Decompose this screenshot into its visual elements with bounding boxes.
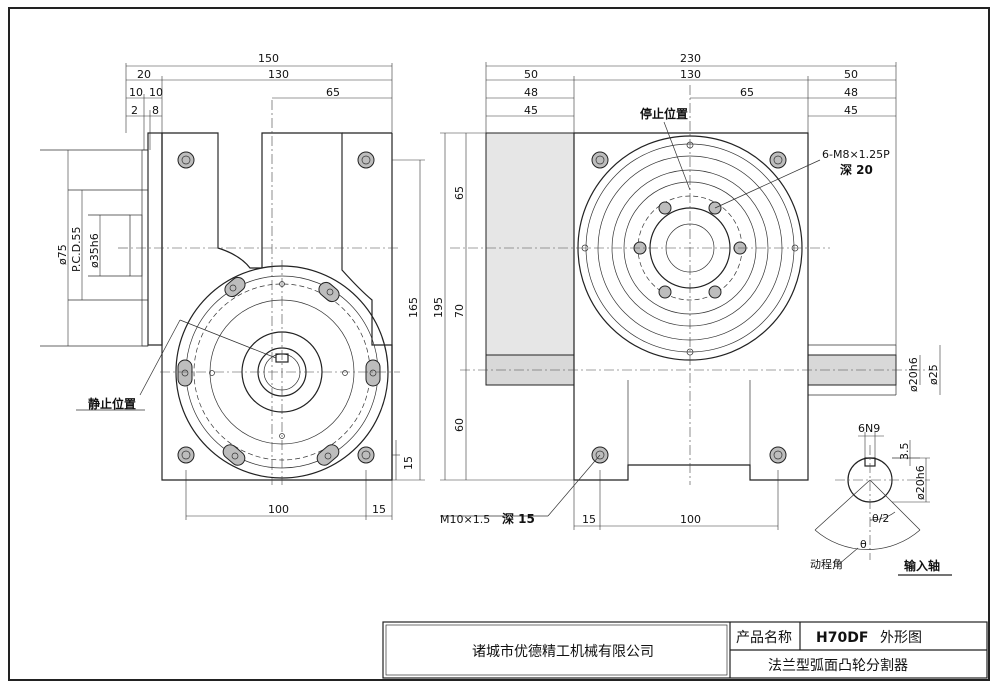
side-bottom-100: 100 [268, 503, 289, 516]
front-left-45: 45 [524, 104, 538, 117]
front-bottom-15: 15 [582, 513, 596, 526]
theta-label: θ [860, 538, 867, 551]
front-v-70: 70 [453, 304, 466, 318]
product-name: 法兰型弧面凸轮分割器 [768, 657, 908, 674]
side-overall-width: 150 [258, 52, 279, 65]
bolt-depth-label: 深 15 [502, 511, 535, 526]
front-bottom-100: 100 [680, 513, 701, 526]
side-flange-width: 20 [137, 68, 151, 81]
front-height-195: 195 [432, 297, 445, 318]
model-number: H70DF [816, 630, 868, 646]
side-height-165: 165 [407, 297, 420, 318]
front-body-130: 130 [680, 68, 701, 81]
front-view: 230 50 130 50 48 65 48 45 45 195 65 70 6… [432, 52, 941, 530]
side-dia-75: ø75 [56, 244, 69, 265]
tap-depth-label: 深 20 [840, 162, 873, 177]
product-label: 产品名称 [736, 630, 792, 646]
front-v-60: 60 [453, 418, 466, 432]
drawing-type: 外形图 [880, 630, 922, 646]
key-depth-label: 3.5 [898, 443, 911, 461]
side-dim-8: 8 [152, 104, 159, 117]
side-dim-2: 2 [131, 104, 138, 117]
front-overall-width: 230 [680, 52, 701, 65]
input-shaft-dia: ø20h6 [914, 465, 927, 500]
company-name: 诸城市优德精工机械有限公司 [472, 643, 654, 660]
front-shaft-20h6: ø20h6 [907, 357, 920, 392]
front-right-50: 50 [844, 68, 858, 81]
front-shaft-25: ø25 [927, 364, 940, 385]
front-left-50: 50 [524, 68, 538, 81]
side-center-offset: 65 [326, 86, 340, 99]
front-right-45: 45 [844, 104, 858, 117]
tap-spec-label: 6-M8×1.25P [822, 148, 890, 161]
static-position-label: 静止位置 [88, 396, 136, 411]
drawing-frame [8, 7, 990, 681]
front-half-65: 65 [740, 86, 754, 99]
motion-angle-label: 动程角 [810, 558, 843, 571]
front-left-48: 48 [524, 86, 538, 99]
side-dim-10a: 10 [129, 86, 143, 99]
side-height-15: 15 [402, 456, 415, 470]
bolt-spec-label: M10×1.5 [440, 513, 490, 526]
title-block: 诸城市优德精工机械有限公司 产品名称 H70DF 外形图 法兰型弧面凸轮分割器 [382, 621, 988, 679]
theta-half-label: θ/2 [872, 512, 889, 525]
side-pcd-55: P.C.D.55 [70, 226, 83, 272]
stop-position-label: 停止位置 [640, 106, 688, 121]
input-shaft-detail: 6N9 3.5 ø20h6 θ/2 θ 动程角 输入轴 [810, 422, 952, 576]
front-right-48: 48 [844, 86, 858, 99]
side-dim-10b: 10 [149, 86, 163, 99]
side-dia-35h6: ø35h6 [88, 233, 101, 268]
front-v-65: 65 [453, 186, 466, 200]
input-shaft-label: 输入轴 [904, 558, 940, 573]
side-view: 150 20 130 65 10 10 2 8 ø75 P.C.D.55 ø35… [40, 52, 425, 520]
keyway-label: 6N9 [858, 422, 880, 435]
side-body-width: 130 [268, 68, 289, 81]
side-bottom-15: 15 [372, 503, 386, 516]
